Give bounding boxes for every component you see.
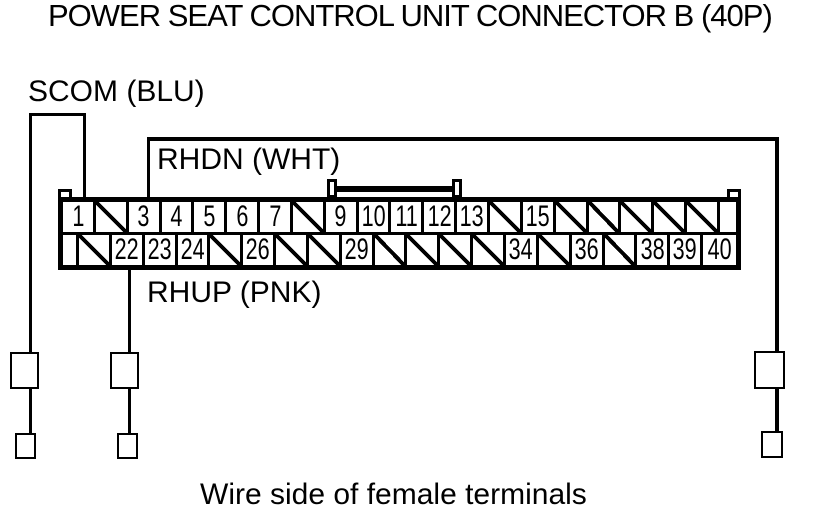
wire-scom-terminal-link: [29, 389, 32, 433]
connector-filler-start: [63, 235, 79, 265]
pin-cell-6: 6: [227, 202, 261, 232]
rhup-terminal-large: [110, 352, 139, 389]
rhdn-terminal-large: [754, 351, 785, 389]
pin-cell-1: 1: [63, 202, 96, 232]
pin-number-34: 34: [508, 235, 533, 265]
pin-cell-23: 23: [145, 235, 178, 265]
pin-number-10: 10: [361, 202, 386, 232]
pin-cell-35-unused: [538, 235, 572, 265]
wire-rhup-down: [128, 268, 131, 352]
connector-lock-post-right: [452, 179, 462, 198]
pin-cell-17-unused: [588, 202, 622, 232]
pin-number-36: 36: [574, 235, 599, 265]
pin-number-39: 39: [673, 235, 698, 265]
pin-cell-10: 10: [359, 202, 392, 232]
pin-cell-24: 24: [178, 235, 211, 265]
wire-rhup-terminal-link: [128, 389, 131, 433]
pin-number-12: 12: [427, 202, 452, 232]
pin-cell-5: 5: [194, 202, 228, 232]
pin-cell-21-unused: [79, 235, 112, 265]
pin-cell-34: 34: [506, 235, 539, 265]
pin-cell-16-unused: [555, 202, 589, 232]
connector-lock-bar: [332, 186, 457, 192]
pin-cell-13: 13: [457, 202, 490, 232]
pin-cell-15: 15: [523, 202, 556, 232]
pin-number-23: 23: [147, 235, 172, 265]
pin-cell-8-unused: [292, 202, 326, 232]
pin-number-5: 5: [203, 202, 216, 232]
pin-number-22: 22: [114, 235, 139, 265]
pin-cell-36: 36: [572, 235, 605, 265]
pin-cell-18-unused: [621, 202, 655, 232]
pin-cell-37-unused: [604, 235, 638, 265]
wire-rhdn-terminal-link: [775, 388, 779, 433]
pin-cell-31-unused: [407, 235, 441, 265]
pin-cell-25-unused: [210, 235, 244, 265]
pin-cell-27-unused: [276, 235, 309, 265]
pin-cell-3: 3: [129, 202, 162, 232]
scom-terminal-large: [10, 352, 39, 389]
rhup-terminal-small: [117, 433, 138, 459]
pin-number-11: 11: [395, 202, 418, 232]
pin-cell-2-unused: [95, 202, 129, 232]
wire-scom-to-pin1: [83, 113, 86, 199]
pin-number-1: 1: [71, 202, 84, 232]
scom-terminal-small: [15, 433, 36, 459]
pin-number-9: 9: [334, 202, 347, 232]
pin-cell-14-unused: [489, 202, 523, 232]
pin-number-4: 4: [170, 202, 183, 232]
pin-cell-40: 40: [703, 235, 736, 265]
pin-cell-11: 11: [391, 202, 425, 232]
pin-cell-39: 39: [670, 235, 704, 265]
wire-label-scom: SCOM (BLU): [28, 75, 205, 108]
pin-cell-32-unused: [440, 235, 474, 265]
wire-label-rhdn: RHDN (WHT): [157, 143, 341, 176]
diagram-caption: Wire side of female terminals: [200, 478, 587, 511]
pin-cell-28-unused: [308, 235, 342, 265]
pin-cell-30-unused: [374, 235, 408, 265]
pin-number-38: 38: [640, 235, 665, 265]
pin-number-7: 7: [268, 202, 281, 232]
wire-rhdn-to-pin3: [147, 137, 150, 197]
rhdn-terminal-small: [761, 431, 783, 458]
connector-lock-post-left: [327, 179, 337, 198]
wire-scom-down: [29, 113, 32, 352]
pin-number-6: 6: [236, 202, 249, 232]
wire-scom-horizontal: [29, 113, 86, 116]
pin-cell-7: 7: [260, 202, 293, 232]
pin-number-24: 24: [180, 235, 205, 265]
pin-cell-38: 38: [637, 235, 671, 265]
pin-cell-9: 9: [326, 202, 359, 232]
pin-cell-20-unused: [687, 202, 720, 232]
diagram-title: POWER SEAT CONTROL UNIT CONNECTOR B (40P…: [48, 0, 773, 33]
pin-number-40: 40: [707, 235, 732, 265]
pin-number-15: 15: [525, 202, 550, 232]
pin-number-3: 3: [137, 202, 150, 232]
pin-cell-19-unused: [654, 202, 688, 232]
connector-filler-end: [720, 202, 736, 232]
pin-cell-22: 22: [112, 235, 145, 265]
connector-row-bottom: 22 23 24 26 29 34 36 38 39 40: [63, 235, 736, 265]
pin-cell-26: 26: [243, 235, 277, 265]
pin-number-29: 29: [344, 235, 369, 265]
wire-rhdn-down: [775, 137, 779, 352]
pin-cell-12: 12: [424, 202, 458, 232]
pin-cell-29: 29: [342, 235, 375, 265]
wire-rhdn-horizontal: [147, 137, 779, 141]
pin-number-26: 26: [246, 235, 271, 265]
pin-cell-4: 4: [162, 202, 195, 232]
pin-cell-33-unused: [473, 235, 506, 265]
pin-number-13: 13: [460, 202, 485, 232]
wire-label-rhup: RHUP (PNK): [147, 276, 322, 309]
